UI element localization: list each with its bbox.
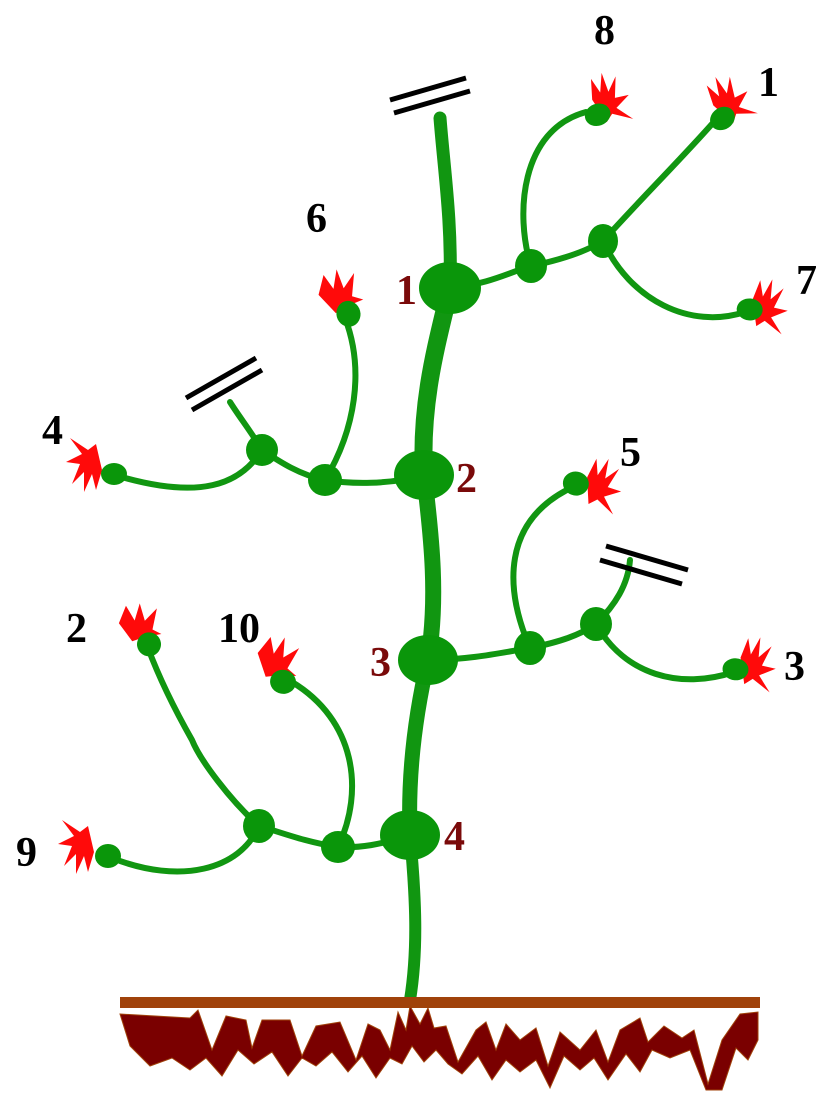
flower-5 (562, 458, 622, 515)
branch-to-flower-8 (520, 109, 589, 269)
branch-to-flower-3 (593, 621, 737, 683)
flower-7 (736, 279, 788, 335)
main-node-3 (398, 635, 458, 685)
flower-label-1: 1 (758, 60, 779, 106)
flower-8 (584, 72, 634, 127)
soil-line (120, 997, 760, 1008)
branch-to-flower-2 (145, 645, 262, 829)
flower-label-6: 6 (306, 196, 327, 242)
branch-to-flower-9 (109, 823, 262, 875)
flower-9 (58, 820, 121, 874)
flower-label-2: 2 (66, 606, 87, 652)
flower-10 (257, 637, 300, 694)
node-label-3: 3 (370, 640, 391, 686)
main-stem (402, 652, 436, 843)
node-label-1: 1 (396, 268, 417, 314)
branch-to-flower-6 (322, 315, 359, 483)
main-node-2 (394, 450, 454, 500)
branch-node (515, 249, 547, 283)
flower-label-10: 10 (218, 606, 260, 652)
branch-node (588, 224, 618, 258)
main-stem (414, 279, 459, 484)
flower-6 (318, 269, 364, 327)
branch-node (243, 809, 275, 843)
branch-node (514, 631, 546, 665)
flower-3 (722, 637, 776, 693)
flower-label-8: 8 (594, 8, 615, 54)
cut-mark-right (599, 543, 689, 587)
branch-node (308, 464, 342, 496)
branch-to-flower-10 (289, 679, 356, 850)
flower-4 (66, 438, 127, 492)
flower-2 (118, 603, 162, 657)
flower-label-3: 3 (784, 644, 805, 690)
branch-to-flower-1 (600, 121, 715, 244)
flower-label-7: 7 (796, 258, 817, 304)
node-label-4: 4 (444, 814, 465, 860)
main-node-4 (380, 810, 440, 860)
node-label-2: 2 (456, 456, 477, 502)
branch-to-flower-7 (600, 238, 748, 321)
flower-1 (706, 76, 758, 131)
cut-mark-left (184, 355, 264, 413)
branch-node (321, 831, 355, 863)
flower-label-9: 9 (16, 830, 37, 876)
main-stem (416, 467, 442, 668)
branch-node (580, 607, 612, 641)
roots (119, 1004, 759, 1091)
cut-mark-top (389, 75, 471, 116)
flower-label-5: 5 (620, 430, 641, 476)
branch-node (246, 434, 278, 466)
main-node-1 (419, 262, 481, 314)
flower-label-4: 4 (42, 408, 63, 454)
branch-to-flower-5 (510, 483, 578, 651)
branch-to-flower-4 (115, 447, 265, 491)
